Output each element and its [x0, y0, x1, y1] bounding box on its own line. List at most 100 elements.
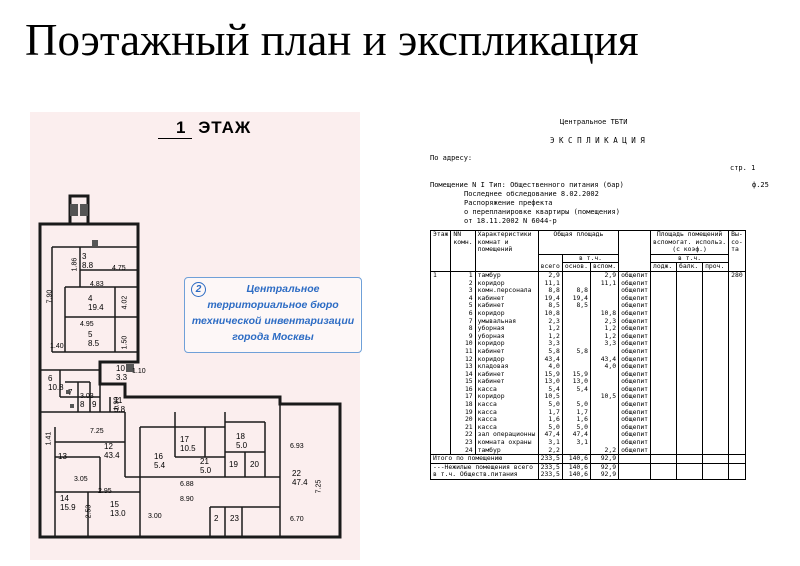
table-cell: [429, 302, 452, 310]
table-cell: [702, 408, 730, 417]
table-cell: [728, 439, 746, 447]
dimension-label: 2.53: [85, 504, 93, 519]
table-cell: 1: [450, 271, 476, 280]
table-cell: 2,3: [589, 317, 620, 326]
table-cell: [676, 393, 704, 402]
dimension-label: 4.83: [90, 281, 104, 288]
doc-org: Центральное ТБТИ: [560, 118, 628, 126]
table-cell: 22: [450, 431, 476, 440]
dimension-label: 3.03: [80, 393, 94, 400]
table-cell: [429, 287, 452, 295]
table-cell: общепит: [618, 446, 652, 455]
doc-heading: Э К С П Л И К А Ц И Я: [550, 136, 645, 145]
table-cell: 4,0: [537, 362, 563, 371]
table-cell: [589, 431, 620, 440]
total-row: в т.ч. Обществ.питания 233,5 140,6 92,9: [430, 471, 746, 481]
table-cell: [676, 325, 704, 333]
table-cell: [676, 385, 704, 394]
table-cell: 2,9: [589, 271, 620, 280]
table-cell: [702, 446, 730, 455]
dimension-label: 7.25: [315, 479, 323, 494]
table-cell: 20: [450, 416, 476, 424]
table-cell: [589, 370, 620, 379]
table-cell: 2: [450, 279, 476, 288]
table-cell: [728, 416, 746, 424]
table-cell: 5,4: [561, 385, 591, 394]
stamp-line: Центральное: [246, 283, 320, 295]
table-cell: [589, 294, 620, 303]
table-cell: [728, 423, 746, 432]
table-cell: [728, 378, 746, 386]
table-cell: 1,2: [537, 325, 563, 333]
table-cell: 14: [450, 370, 476, 379]
table-cell: 11,1: [589, 279, 620, 288]
table-cell: [429, 317, 452, 326]
table-cell: [650, 325, 678, 333]
table-cell: [702, 385, 730, 394]
doc-page: стр. 1: [730, 164, 756, 172]
table-cell: [728, 294, 746, 303]
table-cell: [702, 302, 730, 310]
table-cell: [650, 378, 678, 386]
table-cell: [702, 347, 730, 356]
table-cell: [728, 393, 746, 402]
col-height: Вы-со-та: [728, 230, 746, 272]
table-cell: [561, 355, 591, 364]
dimension-label: 6.70: [290, 516, 304, 523]
doc-line: Распоряжение префекта: [464, 199, 553, 207]
dimension-label: 1.86: [71, 257, 79, 272]
table-cell: [429, 423, 452, 432]
table-cell: [561, 309, 591, 318]
table-cell: 43,4: [537, 355, 563, 364]
room-label: 23: [230, 514, 239, 523]
table-cell: [676, 347, 704, 356]
table-cell: [589, 408, 620, 417]
table-cell: 9: [450, 332, 476, 341]
table-cell: 10,8: [537, 309, 563, 318]
doc-form-code: ф.25: [752, 181, 769, 189]
table-cell: [650, 370, 678, 379]
table-cell: 15,9: [537, 370, 563, 379]
table-cell: [676, 423, 704, 432]
dimension-label: 8.90: [180, 496, 194, 503]
table-cell: [702, 287, 730, 295]
doc-line: о перепланировке квартиры (помещения): [464, 208, 620, 216]
table-cell: 19: [450, 408, 476, 417]
table-cell: 23: [450, 438, 476, 447]
table-cell: [429, 431, 452, 440]
table-cell: [429, 279, 452, 288]
table-cell: 2,2: [589, 446, 620, 455]
table-cell: [702, 355, 730, 364]
table-cell: 3,3: [537, 340, 563, 348]
table-cell: [561, 271, 591, 280]
table-cell: [702, 317, 730, 326]
table-cell: [702, 431, 730, 440]
table-cell: [650, 416, 678, 424]
table-cell: [676, 363, 704, 371]
table-cell: [702, 294, 730, 303]
table-cell: 11,1: [537, 279, 563, 288]
doc-address: По адресу:: [430, 154, 473, 162]
table-cell: [650, 446, 678, 455]
table-cell: [676, 416, 704, 424]
floor-word: ЭТАЖ: [198, 118, 252, 137]
table-cell: [676, 317, 704, 326]
floor-number: 1: [158, 118, 193, 139]
table-cell: [650, 309, 678, 318]
bti-stamp: 2 Центральное территориальное бюро техни…: [184, 277, 362, 353]
table-cell: 13: [450, 362, 476, 371]
